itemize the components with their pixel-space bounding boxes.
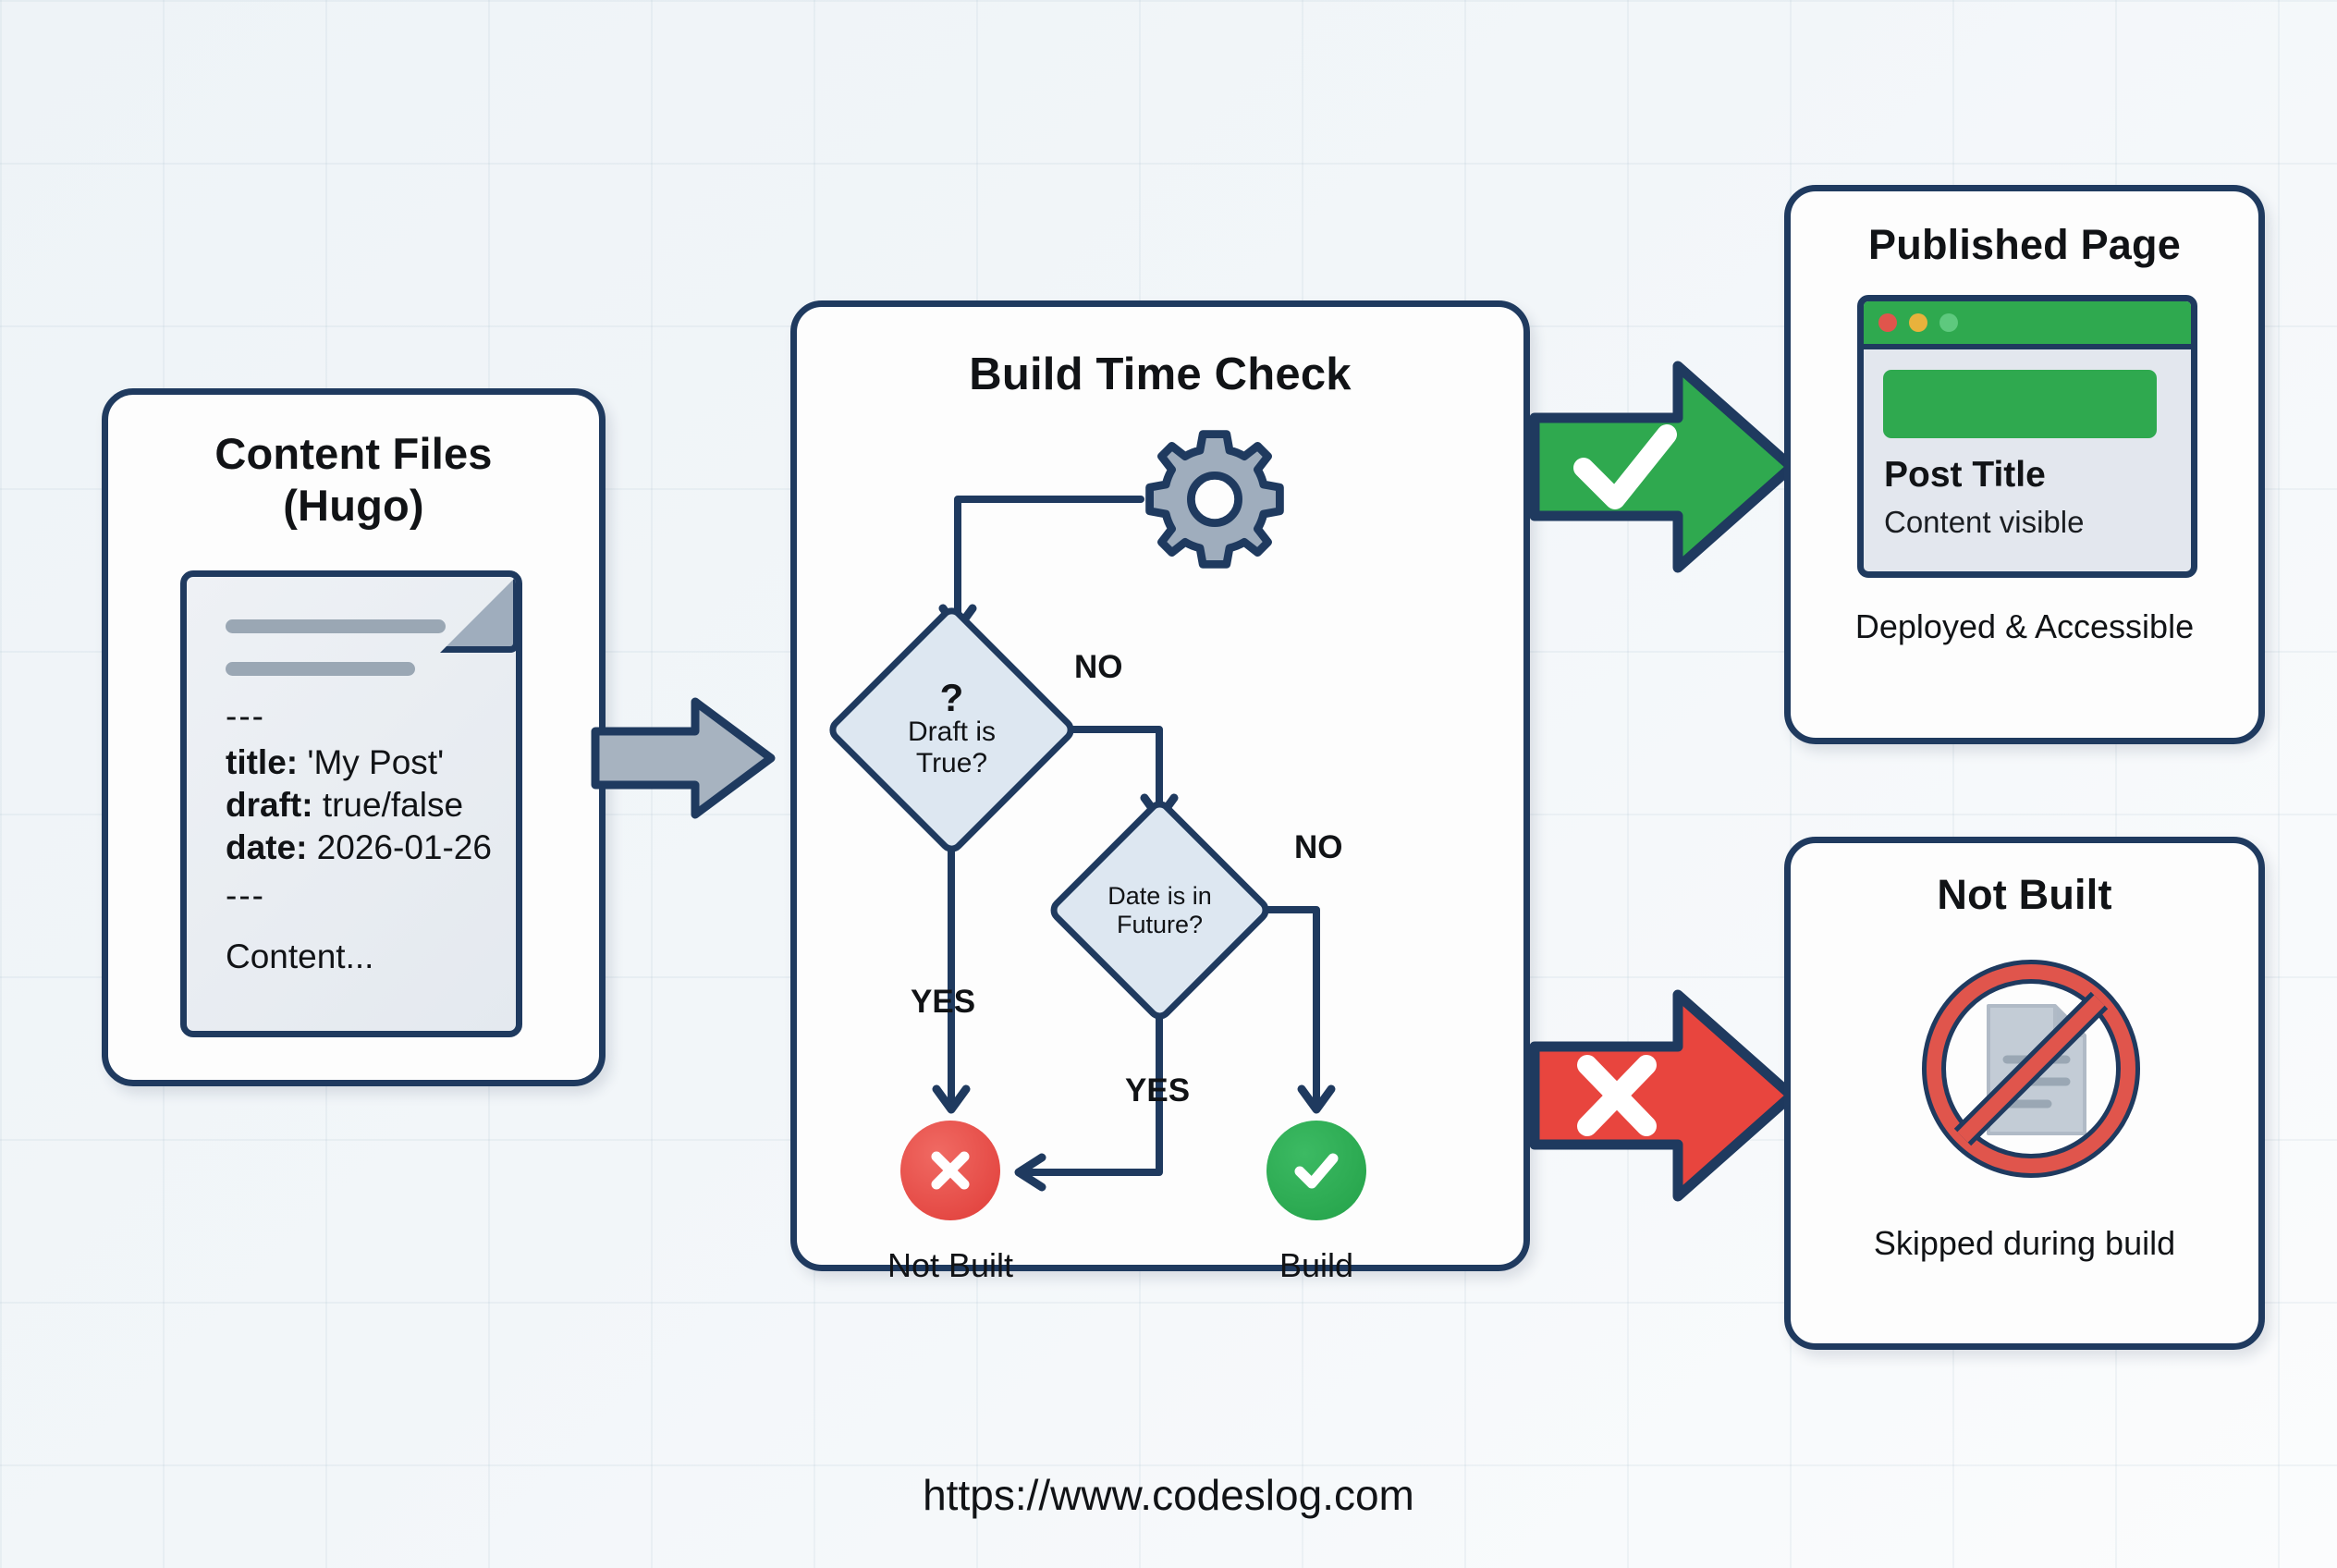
x-icon bbox=[1577, 1055, 1657, 1136]
content-files-title-line1: Content Files bbox=[214, 429, 493, 478]
decision-date-line1: Date is in bbox=[1107, 881, 1212, 910]
frontmatter-dash-top: --- bbox=[226, 697, 265, 735]
x-circle-icon bbox=[900, 1121, 1000, 1220]
decision-marker: ? bbox=[939, 675, 964, 719]
check-circle-icon bbox=[1266, 1121, 1366, 1220]
edge-label-no-date: NO bbox=[1294, 829, 1343, 865]
frontmatter-draft-key: draft: bbox=[226, 786, 313, 824]
document-rule-line bbox=[226, 662, 415, 676]
not-built-card: Not Built Skipp bbox=[1784, 837, 2265, 1350]
check-icon bbox=[1573, 424, 1677, 509]
content-files-title-line2: (Hugo) bbox=[283, 481, 424, 530]
frontmatter-title-key: title: bbox=[226, 743, 299, 781]
post-subtitle-text: Content visible bbox=[1884, 505, 2085, 539]
published-page-caption: Deployed & Accessible bbox=[1854, 607, 2195, 645]
decision-date-line2: Future? bbox=[1116, 910, 1204, 938]
published-page-card: Published Page Post Title Content visibl… bbox=[1784, 185, 2265, 744]
not-built-caption: Skipped during build bbox=[1873, 1224, 2176, 1262]
published-page-title: Published Page bbox=[1868, 221, 2181, 268]
gray-block-arrow bbox=[591, 689, 777, 827]
frontmatter-title-row: title: 'My Post' bbox=[226, 741, 444, 784]
browser-content: Post Title Content visible bbox=[1864, 349, 2191, 571]
green-block-arrow bbox=[1529, 351, 1798, 582]
browser-titlebar bbox=[1864, 301, 2191, 349]
hero-banner bbox=[1883, 370, 2157, 438]
document-rule-line bbox=[226, 619, 446, 633]
decision-draft-line2: True? bbox=[915, 747, 988, 778]
document-fold-corner bbox=[440, 573, 520, 653]
frontmatter-draft-value: true/false bbox=[312, 786, 464, 824]
traffic-light-yellow-dot bbox=[1909, 313, 1927, 332]
build-time-check-title: Build Time Check bbox=[969, 349, 1352, 399]
markdown-document-icon: --- title: 'My Post' draft: true/false d… bbox=[180, 570, 522, 1037]
edge-label-yes-draft: YES bbox=[911, 984, 976, 1020]
decision-draft-line1: Draft is bbox=[907, 716, 996, 747]
traffic-light-red-dot bbox=[1878, 313, 1897, 332]
footer-url[interactable]: https://www.codeslog.com bbox=[923, 1471, 1414, 1519]
document-body-text: Content... bbox=[226, 937, 374, 975]
browser-window-mock: Post Title Content visible bbox=[1857, 295, 2197, 578]
not-built-title: Not Built bbox=[1937, 871, 2112, 918]
no-entry-document-icon bbox=[1907, 945, 2155, 1193]
content-files-card: Content Files (Hugo) --- title: 'My Post… bbox=[102, 388, 606, 1086]
post-title-text: Post Title bbox=[1884, 455, 2046, 495]
frontmatter-title-value: 'My Post' bbox=[298, 743, 445, 781]
frontmatter-date-value: 2026-01-26 bbox=[307, 828, 492, 866]
build-time-check-card: Build Time Check bbox=[790, 300, 1530, 1284]
edge-label-no-draft: NO bbox=[1074, 649, 1123, 685]
frontmatter-date-row: date: 2026-01-26 bbox=[226, 827, 492, 869]
edge-label-yes-date: YES bbox=[1125, 1072, 1191, 1109]
frontmatter-dash-bottom: --- bbox=[226, 876, 265, 914]
frontmatter-date-key: date: bbox=[226, 828, 308, 866]
outcome-label-build: Build bbox=[1279, 1246, 1354, 1284]
gear-icon bbox=[1141, 425, 1289, 573]
content-files-title: Content Files (Hugo) bbox=[108, 428, 599, 532]
frontmatter-draft-row: draft: true/false bbox=[226, 784, 463, 827]
outcome-label-not-built: Not Built bbox=[887, 1246, 1014, 1284]
traffic-light-green-dot bbox=[1939, 313, 1958, 332]
red-block-arrow bbox=[1529, 980, 1798, 1211]
